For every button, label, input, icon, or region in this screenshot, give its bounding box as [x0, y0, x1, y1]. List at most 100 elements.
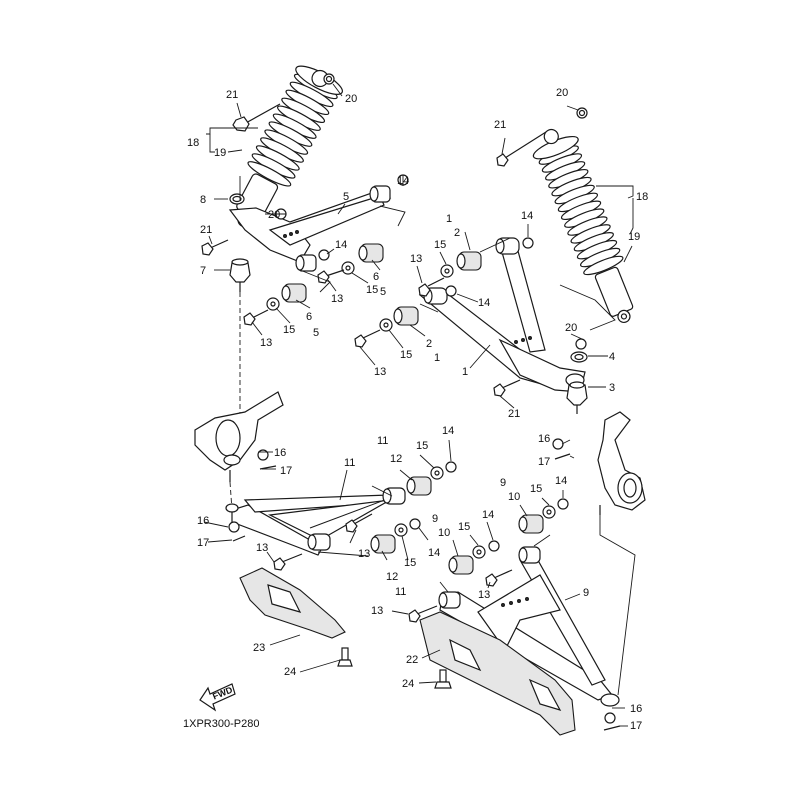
- nut-16-a[interactable]: [257, 449, 269, 461]
- cotter-pin-17-d[interactable]: [603, 725, 621, 731]
- callout-5: 5: [380, 286, 386, 298]
- callout-20: 20: [556, 87, 568, 99]
- washer-15-a[interactable]: [341, 261, 355, 275]
- callout-22: 22: [406, 654, 418, 666]
- washer-15-c[interactable]: [440, 264, 454, 278]
- callout-13: 13: [478, 589, 490, 601]
- bushing-2-b[interactable]: [393, 306, 419, 326]
- callout-11: 11: [377, 435, 388, 447]
- bolt-13-e[interactable]: [345, 513, 373, 533]
- callout-5: 5: [313, 327, 319, 339]
- upper-arm-left[interactable]: [228, 185, 392, 272]
- callout-14: 14: [428, 547, 440, 559]
- nut-14-g[interactable]: [557, 498, 569, 510]
- washer-15-b[interactable]: [266, 297, 280, 311]
- callout-13: 13: [331, 293, 343, 305]
- bushing-12-b[interactable]: [370, 534, 396, 554]
- washer-15-h[interactable]: [472, 545, 486, 559]
- callout-3: 3: [609, 382, 615, 394]
- callout-12: 12: [390, 453, 402, 465]
- washer-15-d[interactable]: [379, 318, 393, 332]
- nut-16-c[interactable]: [228, 521, 240, 533]
- nut-16-d[interactable]: [604, 712, 616, 724]
- washer-8[interactable]: [229, 193, 245, 205]
- callout-20: 20: [345, 93, 357, 105]
- nut-16-b[interactable]: [552, 438, 564, 450]
- bolt-21-arm[interactable]: [201, 239, 229, 256]
- callout-15: 15: [434, 239, 446, 251]
- washer-15-f[interactable]: [394, 523, 408, 537]
- bolt-13-d[interactable]: [354, 329, 381, 348]
- callout-1: 1: [434, 352, 440, 364]
- callout-13: 13: [371, 605, 383, 617]
- callout-13: 13: [260, 337, 272, 349]
- callout-21: 21: [508, 408, 520, 420]
- bolt-13-g[interactable]: [485, 569, 513, 587]
- callout-7: 7: [200, 265, 206, 277]
- ball-joint-7[interactable]: [229, 258, 251, 292]
- bolt-13-b[interactable]: [243, 309, 269, 326]
- nut-14-f[interactable]: [409, 518, 421, 530]
- bushing-10-a[interactable]: [518, 514, 544, 534]
- callout-16: 16: [197, 515, 209, 527]
- washer-15-g[interactable]: [542, 505, 556, 519]
- callout-13: 13: [374, 366, 386, 378]
- bolt-21-upper-left[interactable]: [232, 103, 281, 132]
- callout-18: 18: [636, 191, 648, 203]
- cotter-pin-17-b[interactable]: [554, 453, 571, 460]
- callout-20: 20: [268, 209, 280, 221]
- nut-14-e[interactable]: [445, 461, 457, 473]
- callout-14: 14: [397, 175, 409, 187]
- bolt-13-f[interactable]: [273, 553, 303, 571]
- callout-6: 6: [306, 311, 312, 323]
- bushing-2-a[interactable]: [456, 251, 482, 271]
- nut-14-h[interactable]: [488, 540, 500, 552]
- callout-24: 24: [284, 666, 296, 678]
- nut-14-c[interactable]: [522, 237, 534, 249]
- nut-14-d[interactable]: [445, 285, 457, 297]
- callout-2: 2: [454, 227, 460, 239]
- bushing-10-b[interactable]: [448, 555, 474, 575]
- shock-absorber-left[interactable]: [219, 59, 347, 238]
- lower-arm-left[interactable]: [225, 487, 406, 556]
- bolt-13-a[interactable]: [317, 269, 345, 284]
- bushing-6-a[interactable]: [358, 243, 384, 263]
- callout-16: 16: [274, 447, 286, 459]
- bolt-24-a[interactable]: [337, 647, 353, 667]
- bolt-24-b[interactable]: [434, 669, 452, 689]
- washer-15-e[interactable]: [430, 466, 444, 480]
- callout-14: 14: [555, 475, 567, 487]
- callout-13: 13: [358, 548, 370, 560]
- callout-24: 24: [402, 678, 414, 690]
- washer-4[interactable]: [570, 351, 588, 363]
- ball-joint-3[interactable]: [566, 381, 588, 414]
- callout-17: 17: [630, 720, 642, 732]
- callout-21: 21: [200, 224, 212, 236]
- bolt-21-d[interactable]: [493, 379, 521, 397]
- callout-9: 9: [500, 477, 506, 489]
- shock-absorber-right[interactable]: [526, 121, 648, 331]
- nut-20-d[interactable]: [576, 107, 588, 119]
- callout-11: 11: [395, 586, 406, 598]
- cotter-pin-17-a[interactable]: [259, 465, 277, 470]
- callout-14: 14: [482, 509, 494, 521]
- spring-coil: [247, 161, 292, 187]
- bolt-21-c[interactable]: [496, 131, 547, 167]
- bolt-13-h[interactable]: [408, 605, 438, 623]
- guard-23[interactable]: [239, 567, 346, 639]
- knuckle-right[interactable]: [597, 411, 646, 515]
- lower-arm-right[interactable]: [438, 546, 620, 707]
- callout-17: 17: [538, 456, 550, 468]
- bushing-6-b[interactable]: [281, 283, 307, 303]
- callout-1: 1: [462, 366, 468, 378]
- guard-22[interactable]: [419, 611, 576, 736]
- callout-13: 13: [410, 253, 422, 265]
- nut-14-b[interactable]: [318, 249, 330, 261]
- bolt-13-c[interactable]: [418, 277, 445, 297]
- knuckle-left[interactable]: [194, 391, 284, 482]
- nut-20-c[interactable]: [575, 338, 587, 350]
- bushing-12-a[interactable]: [406, 476, 432, 496]
- cotter-pin-17-c[interactable]: [232, 535, 246, 542]
- nut-20-upper-left[interactable]: [323, 73, 335, 85]
- callout-21: 21: [226, 89, 238, 101]
